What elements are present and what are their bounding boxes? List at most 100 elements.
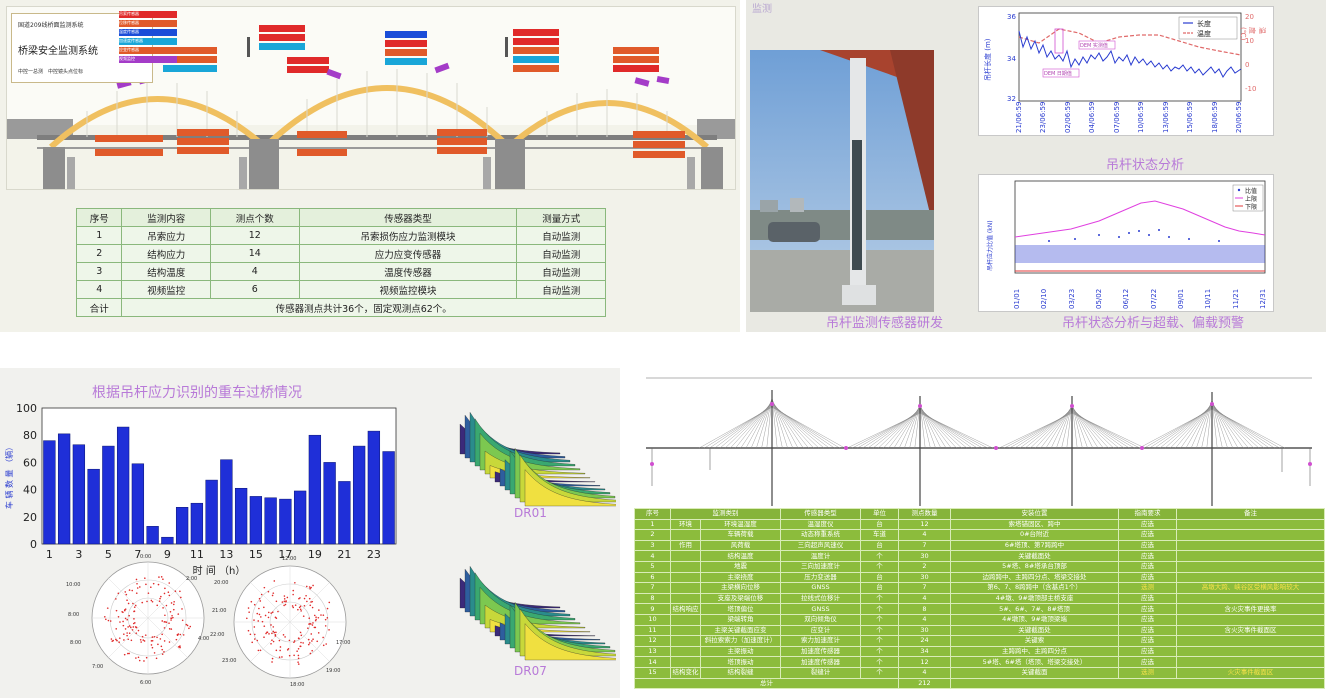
table-cell: 塔顶振动 (700, 656, 781, 668)
polar-point (271, 657, 274, 660)
table-cell: 关键截面处 (950, 624, 1119, 637)
polar-point (126, 632, 128, 634)
polar-point (172, 616, 174, 619)
polar-point (272, 640, 275, 643)
table-cell: 4 (898, 666, 951, 679)
table-cell: 个 (860, 666, 899, 679)
polar-point (135, 626, 138, 629)
polar-point (309, 587, 311, 590)
polar-point (162, 578, 164, 581)
table-cell: 3 (75, 262, 123, 281)
stay-cable (909, 403, 921, 449)
stay-cable (999, 413, 1073, 449)
polar-point (248, 611, 250, 613)
polar-point (145, 656, 148, 659)
polar-point (134, 604, 137, 607)
polar-point (118, 641, 120, 644)
table-cell: 个 (860, 645, 899, 658)
polar-point (253, 603, 256, 606)
polar-point (150, 644, 153, 646)
table-cell (670, 645, 701, 658)
x-tick-label: 21/06:59 (1015, 101, 1023, 133)
table-cell: 裂缝计 (780, 666, 861, 679)
polar-point (125, 593, 128, 596)
table-header: 序号 (634, 508, 671, 520)
polar-point (136, 582, 138, 585)
table-cell: 3 (634, 539, 671, 552)
table-cell: 4 (898, 529, 951, 541)
polar-point (131, 629, 134, 631)
polar-point (128, 652, 130, 655)
table-cell: 5#塔、6#塔（塔顶、塔梁交接处） (950, 656, 1119, 668)
polar-point (186, 624, 189, 627)
legend-item: 视频监控 (119, 56, 177, 63)
table-cell: 个 (860, 560, 899, 573)
polar-point (258, 607, 260, 610)
stay-cable (1004, 412, 1073, 449)
polar-point (170, 619, 172, 621)
table-cell: 结构响应 (670, 603, 701, 615)
polar1-label: 8:00 (70, 640, 82, 646)
polar-point (271, 611, 274, 614)
table-cell: 4 (634, 550, 671, 562)
polar-point (153, 652, 156, 654)
table-header: 监测内容 (121, 208, 211, 227)
table-cell: 4 (898, 592, 951, 605)
polar-point (253, 626, 256, 628)
polar-point (283, 595, 286, 597)
table-cell: 应选 (1118, 656, 1177, 668)
polar-point (132, 602, 134, 605)
polar-point (273, 631, 276, 634)
table-cell: 双向倾角仪 (780, 613, 861, 626)
polar-point (328, 601, 331, 604)
polar-point (139, 586, 141, 588)
legend-item: 应变传感器 (119, 47, 177, 54)
polar2-label: 23:00 (222, 658, 237, 664)
polar-point (150, 599, 153, 602)
legend-upper: 上限 (1245, 196, 1258, 203)
polar-point (306, 600, 308, 603)
polar-point (156, 636, 158, 639)
polar-point (278, 656, 281, 659)
polar-point (261, 620, 264, 623)
table-cell: 车辆荷载 (700, 529, 781, 541)
polar-point (322, 644, 325, 647)
polar-point (296, 650, 298, 652)
polar-point (283, 600, 286, 603)
stay-cable (771, 406, 840, 449)
polar-point (308, 597, 311, 600)
warning-caption: 吊杆状态分析与超载、偏载预警 (1062, 316, 1245, 331)
table-cell: 6 (634, 571, 671, 584)
polar-point (188, 627, 190, 630)
polar-point (307, 643, 310, 646)
table-total-row: 总计 212 (634, 677, 1325, 690)
stay-cable (1071, 403, 1083, 449)
stay-cable (1009, 411, 1073, 449)
table-cell: 2 (75, 244, 123, 263)
table-cell: 8 (898, 603, 951, 615)
polar-point (265, 632, 267, 635)
table-cell: 12 (209, 226, 300, 245)
table-cell: 火灾事件截面区 (1176, 666, 1325, 679)
x-tick-label: 12/31 (1259, 288, 1267, 309)
table-cell (670, 635, 701, 647)
polar-point (142, 639, 145, 641)
table-cell: 30 (898, 550, 951, 562)
polar-point (258, 597, 261, 600)
legend-note: 中控一总测 中控镜头点位标 (18, 69, 84, 75)
stay-cable (1144, 408, 1213, 449)
polar-point (137, 656, 140, 659)
table-cell: 主梁振动 (700, 645, 781, 658)
table-cell (1176, 529, 1325, 541)
legend-lower: 下限 (1245, 204, 1258, 211)
table-cell: 9 (634, 603, 671, 615)
polar-point (292, 606, 295, 609)
table-row: 3 结构温度 4 温度传感器 自动监测 (75, 262, 606, 281)
polar-point (267, 611, 270, 614)
table-cell: 11 (634, 624, 671, 637)
hanger-monitoring-panel: 监测 长度 温度 DEM 日期值 D (746, 0, 1326, 332)
polar-point (147, 592, 150, 594)
polar-point (263, 625, 266, 627)
